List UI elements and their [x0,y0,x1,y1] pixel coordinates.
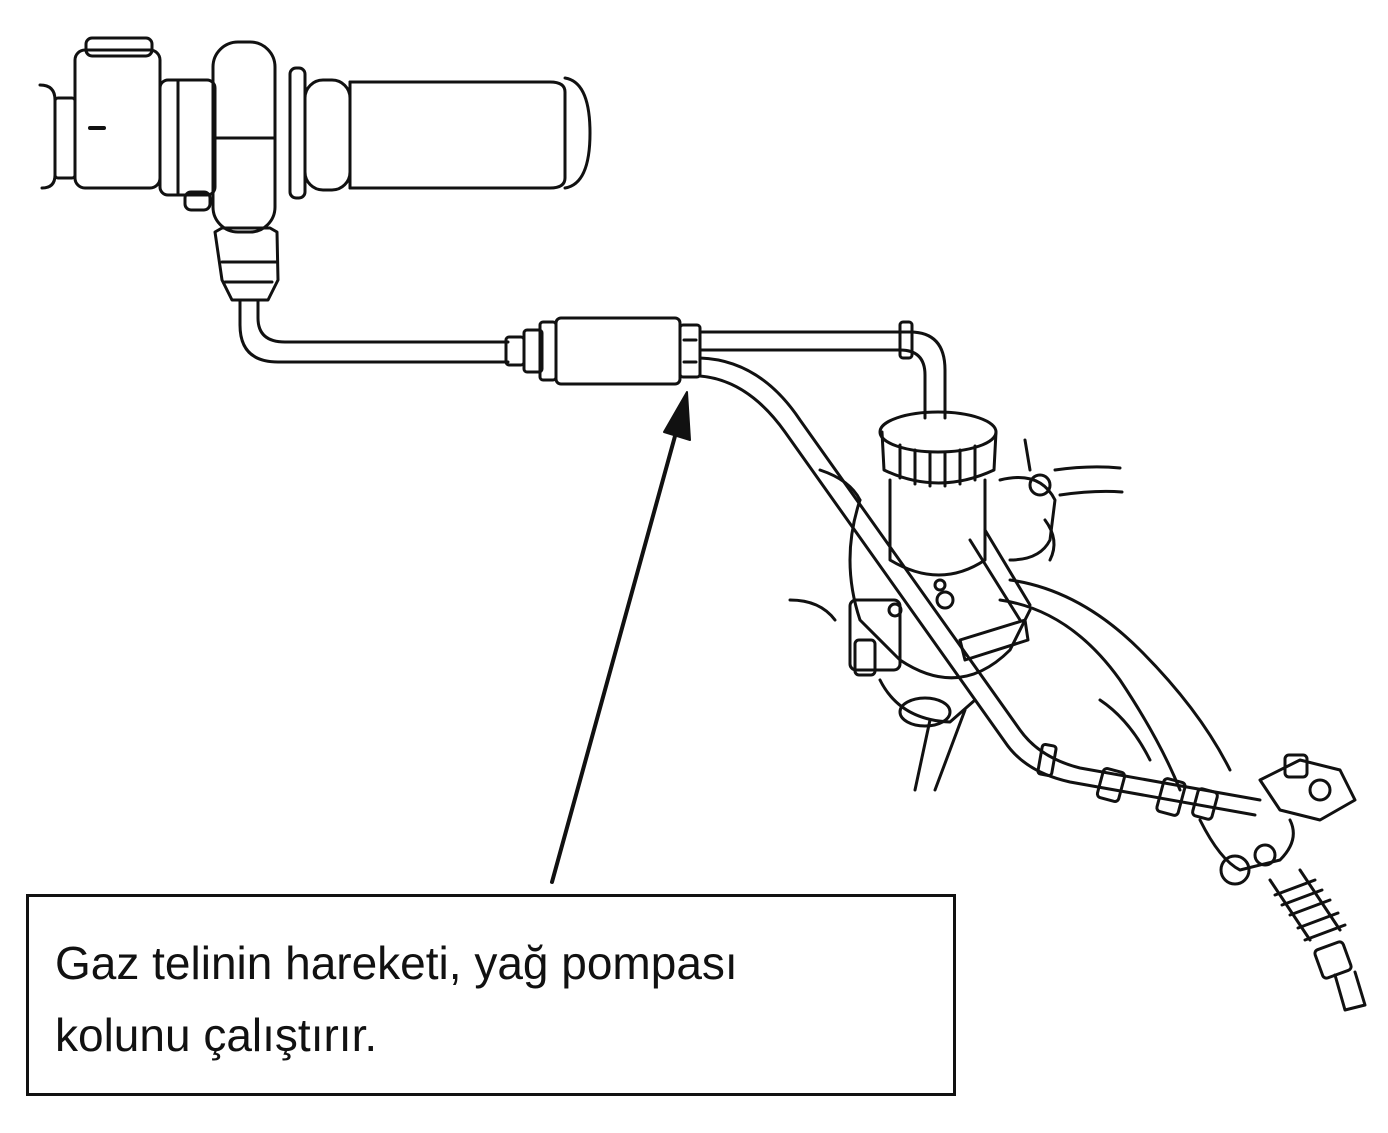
callout-line-1: Gaz telinin hareketi, yağ pompası [55,937,738,989]
callout-box: Gaz telinin hareketi, yağ pompası kolunu… [26,894,956,1096]
callout-line-2: kolunu çalıştırır. [55,1009,378,1061]
carburetor-cable [698,320,947,420]
oil-pump-cable [698,356,1262,817]
callout-text: Gaz telinin hareketi, yağ pompası kolunu… [55,927,933,1071]
carburetor [788,410,1232,792]
cable-junction-box [504,316,702,386]
throttle-cable [238,298,510,364]
oil-pump-lever [1095,753,1367,1012]
throttle-grip-assembly [38,36,592,302]
callout-arrow [550,391,691,884]
